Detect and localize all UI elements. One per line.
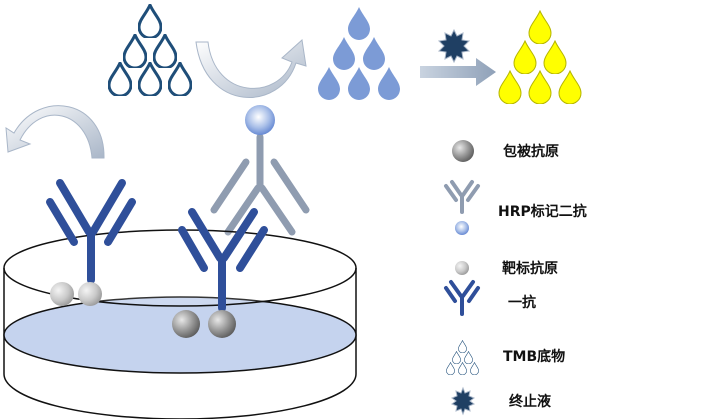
right-arrow-icon xyxy=(420,58,496,86)
hrp-secondary-antibody xyxy=(210,133,310,236)
primary-antibody xyxy=(178,208,268,312)
drop-icon xyxy=(446,340,479,375)
legend-label-coated-antigen: 包被抗原 xyxy=(503,144,559,160)
yellow-drops xyxy=(498,10,582,104)
primary-antibody xyxy=(46,179,136,284)
sphere-icon xyxy=(455,261,469,275)
coated-antigen-sphere xyxy=(50,282,74,306)
legend-label-target-antigen: 靶标抗原 xyxy=(502,261,558,277)
sphere-icon xyxy=(452,140,474,162)
legend-label-tmb-substrate: TMB底物 xyxy=(503,349,566,365)
curved-arrow-icon xyxy=(5,105,105,159)
legend-label-stop-solution: 终止液 xyxy=(509,394,551,410)
curved-arrow-icon xyxy=(195,39,307,98)
tmb-drops xyxy=(108,4,192,96)
y-antibody-icon xyxy=(444,180,480,214)
legend xyxy=(444,140,480,416)
coated-antigen-sphere xyxy=(208,310,236,338)
hrp-enzyme-sphere xyxy=(245,105,275,135)
blue-drops xyxy=(318,7,400,100)
legend-label-hrp-secondary-antibody: HRP标记二抗 xyxy=(498,204,587,220)
legend-label-primary-antibody: 一抗 xyxy=(508,295,536,311)
sphere-icon xyxy=(455,221,469,235)
coated-antigen-sphere xyxy=(172,310,200,338)
coated-antigen-sphere xyxy=(78,282,102,306)
y-antibody-icon xyxy=(444,280,480,316)
starburst-icon xyxy=(450,386,476,416)
starburst-icon xyxy=(437,28,471,64)
